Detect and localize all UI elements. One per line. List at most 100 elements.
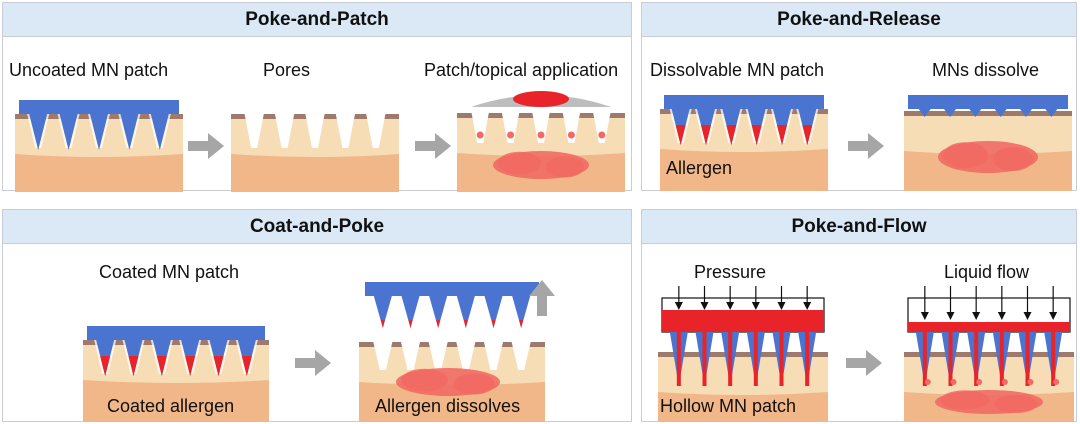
microneedle-remnant <box>1020 109 1032 117</box>
allergen-diffusion <box>545 156 585 178</box>
needle-lumen <box>676 332 681 386</box>
skin-epidermis <box>658 356 828 395</box>
allergen-diffusion <box>401 368 448 392</box>
allergen-residue <box>436 320 441 328</box>
allergen-coating <box>726 125 737 145</box>
pressure-arrowhead <box>751 302 760 310</box>
allergen-droplet <box>598 131 606 139</box>
microneedle <box>484 296 503 328</box>
label-uncoated-mn-patch: Uncoated MN patch <box>9 60 169 80</box>
skin-surface <box>904 352 1074 357</box>
needle-lumen <box>922 332 927 386</box>
scene-coated-patch <box>83 322 269 422</box>
label-coated-mn-patch: Coated MN patch <box>99 262 240 282</box>
allergen-coating <box>156 356 167 376</box>
arrow-shape <box>295 350 331 376</box>
skin-with-topical-patch <box>457 91 625 192</box>
pressure-arrowhead <box>972 312 981 320</box>
skin-with-dissolved-needles <box>904 95 1072 191</box>
pore <box>562 111 581 143</box>
pressure-arrowhead <box>920 312 929 320</box>
allergen-coating <box>128 356 139 376</box>
allergen-droplet <box>924 379 931 385</box>
needle-lumen <box>999 332 1004 386</box>
allergen-droplet <box>476 131 484 139</box>
allergen-coating <box>213 356 224 376</box>
pressure-arrowhead <box>726 302 735 310</box>
topical-allergen <box>513 91 569 107</box>
mn-backing <box>87 326 265 340</box>
needle-lumen <box>753 332 758 386</box>
mn-backing <box>908 95 1068 109</box>
arrow-shape <box>529 280 555 316</box>
panel-title: Poke-and-Flow <box>642 210 1076 244</box>
allergen-coating <box>100 356 111 376</box>
label-hollow-mn-patch: Hollow MN patch <box>660 396 797 416</box>
panel-poke-and-patch: Poke-and-Patch Uncoated MN patch Pores P… <box>2 2 632 192</box>
label-mns-dissolve: MNs dissolve <box>932 60 1040 80</box>
arrow-up-icon <box>529 280 555 316</box>
microneedle <box>456 296 475 328</box>
allergen-reservoir <box>662 310 824 332</box>
allergen-diffusion <box>943 142 988 168</box>
skin-epidermis <box>904 115 1072 154</box>
microneedle-remnant <box>944 109 956 117</box>
allergen-diffusion <box>940 390 989 410</box>
allergen-residue <box>463 320 468 328</box>
label-allergen: Allergen <box>666 158 733 178</box>
needle-lumen <box>948 332 953 386</box>
scene-mns-dissolve <box>904 87 1072 191</box>
microneedle <box>120 114 139 150</box>
label-coated-allergen: Coated allergen <box>107 396 235 416</box>
needle-lumen <box>779 332 784 386</box>
allergen-droplet <box>507 131 515 139</box>
allergen-diffusion <box>993 147 1033 171</box>
skin-surface <box>904 111 1072 116</box>
skin-surface <box>359 342 545 347</box>
skin-surface <box>658 352 828 357</box>
microneedle <box>512 296 531 328</box>
scene-topical-application <box>457 83 625 192</box>
microneedle <box>29 114 48 150</box>
microneedle-remnant <box>1045 109 1058 117</box>
label-patch-topical-application: Patch/topical application <box>424 60 619 80</box>
scene-hollow-patch-pressure <box>658 282 828 422</box>
arrow-right-icon <box>415 133 451 159</box>
allergen-coating <box>185 356 196 376</box>
pore <box>305 112 325 148</box>
pore <box>455 340 476 370</box>
allergen-residue <box>519 320 524 328</box>
arrow-shape <box>188 133 224 159</box>
skin-after-patch-removed <box>359 282 545 422</box>
microneedle <box>401 296 420 328</box>
pressure-arrowhead <box>1049 312 1058 320</box>
pore <box>428 340 449 370</box>
label-allergen-dissolves: Allergen dissolves <box>375 396 521 416</box>
needle-lumen <box>1051 332 1056 386</box>
pore <box>335 112 356 148</box>
needle-lumen <box>702 332 707 386</box>
needle-lumen <box>1025 332 1030 386</box>
allergen-droplet <box>537 131 545 139</box>
microneedle-remnant <box>969 109 982 117</box>
allergen-droplet <box>1027 379 1034 385</box>
needle-lumen <box>805 332 810 386</box>
allergen-residue <box>380 320 385 328</box>
arrow-right-icon <box>295 350 331 376</box>
pore <box>372 340 393 370</box>
panel-title: Poke-and-Release <box>642 3 1076 37</box>
needle-lumen <box>974 332 979 386</box>
panel-poke-and-release: Poke-and-Release Dissolvable MN patch MN… <box>641 2 1077 191</box>
pressure-arrowhead <box>777 302 786 310</box>
arrow-right-icon <box>188 133 224 159</box>
microneedle-remnant <box>994 109 1007 117</box>
arrow-right-icon <box>846 350 882 376</box>
microneedle <box>59 114 78 150</box>
microneedle <box>90 114 108 150</box>
allergen-residue <box>408 320 413 328</box>
allergen-droplet <box>950 379 957 385</box>
allergen-coating <box>802 125 813 145</box>
hollow-mn-liquid-flow <box>904 286 1074 422</box>
allergen-reservoir <box>908 322 1070 332</box>
mn-backing <box>365 282 539 296</box>
